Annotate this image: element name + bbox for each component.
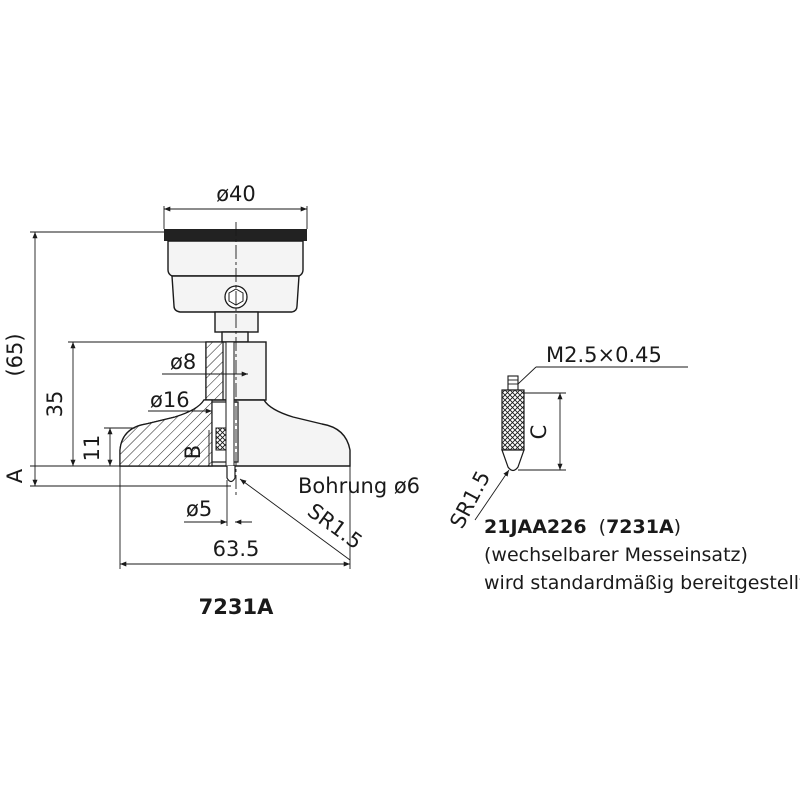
main-view-dimensions: ø40 (65) 35 11 A ø8 ø16 B ø5 SR1.5: [3, 182, 420, 619]
caption-line-2: (wechselbarer Messeinsatz): [484, 544, 748, 566]
dial-bezel: [164, 229, 307, 241]
dim-bore: Bohrung ø6: [298, 474, 420, 498]
dim-height-11: 11: [80, 435, 104, 462]
base-section-hatch: [119, 399, 213, 467]
thread-stub: [507, 375, 519, 391]
dim-diameter-16: ø16: [150, 388, 190, 412]
spindle: [225, 341, 235, 467]
dial-gauge-main-view: [119, 222, 351, 495]
contact-point-detail: M2.5×0.45 C SR1.5 21JAA226 (7231A) (wech…: [445, 343, 800, 594]
dim-height-65: (65): [3, 333, 27, 376]
dim-thread: M2.5×0.45: [546, 343, 662, 367]
model-reference: 7231A: [606, 516, 674, 538]
label-c: C: [527, 425, 551, 440]
part-number-line: 21JAA226 (7231A): [484, 516, 681, 538]
label-a: A: [3, 468, 27, 483]
dim-width-63-5: 63.5: [213, 537, 260, 561]
dim-height-35: 35: [43, 391, 67, 418]
gauge-stem: [214, 311, 259, 333]
part-number: 21JAA226: [484, 516, 587, 538]
label-b: B: [181, 445, 205, 459]
contact-point: [226, 466, 236, 483]
model-label: 7231A: [199, 595, 274, 619]
dial-body: [167, 240, 304, 277]
dim-diameter-5: ø5: [186, 497, 212, 521]
dim-diameter-40: ø40: [216, 182, 256, 206]
contact-tip: [501, 449, 525, 472]
dim-diameter-8: ø8: [170, 350, 196, 374]
caption-line-3: wird standardmäßig bereitgestellt: [484, 572, 800, 594]
dim-sr-main: SR1.5: [303, 499, 367, 554]
knurled-body: [501, 389, 525, 451]
